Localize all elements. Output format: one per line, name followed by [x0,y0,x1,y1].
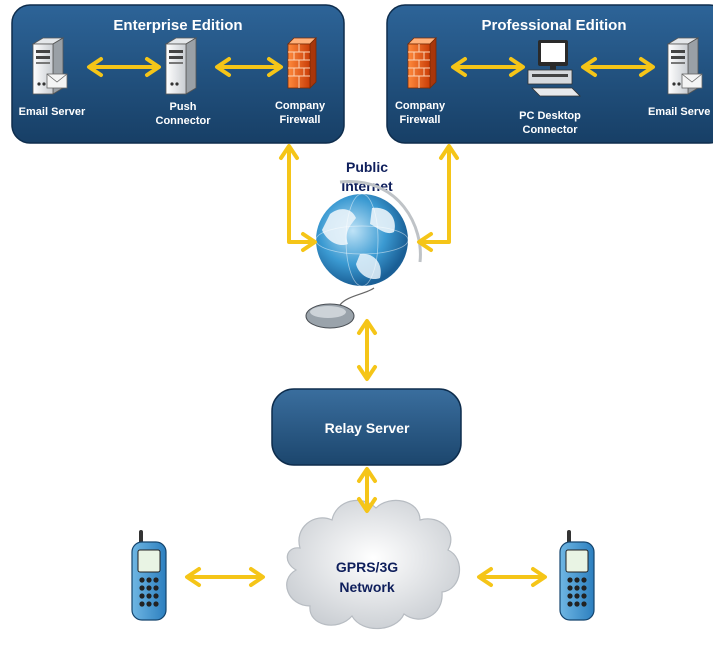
arrow-pc-to-email [581,57,655,77]
push-connector-label-line1: Push [170,101,197,113]
mouse-icon [305,287,375,329]
professional-firewall-label-line2: Firewall [400,114,441,126]
arrow-push-to-firewall [215,57,283,77]
gprs-network-label-line2: Network [339,579,394,595]
professional-edition-title: Professional Edition [481,17,626,34]
desktop-computer-icon [527,40,581,97]
mobile-phone-icon [559,529,595,621]
mobile-phone-icon [131,529,167,621]
relay-server-label: Relay Server [325,420,410,436]
pc-desktop-connector-label-line1: PC Desktop [519,110,581,122]
enterprise-firewall-label-line2: Firewall [280,114,321,126]
gprs-network-label-line1: GPRS/3G [336,559,398,575]
arrow-firewall-to-pc [451,57,525,77]
arrow-network-to-phone-right [477,567,547,587]
arrow-professional-to-internet [417,144,459,252]
arrow-relay-to-network [357,467,377,513]
arrow-enterprise-to-internet [279,144,317,252]
enterprise-edition-title: Enterprise Edition [113,17,242,34]
server-icon [165,37,197,95]
arrow-email-to-push [87,57,161,77]
email-server-icon [32,37,68,95]
relay-server-box [271,388,462,466]
firewall-icon [287,37,317,89]
public-internet-label-line1: Public [346,159,388,175]
arrow-phone-left-to-network [185,567,265,587]
arrow-internet-to-relay [357,319,377,381]
push-connector-label-line2: Connector [156,115,212,127]
professional-email-server-label: Email Serve [648,106,710,118]
enterprise-email-server-label: Email Server [19,106,86,118]
globe-icon [315,180,422,287]
firewall-icon [407,37,437,89]
professional-firewall-label-line1: Company [395,100,446,112]
enterprise-firewall-label-line1: Company [275,100,326,112]
email-server-icon [667,37,703,95]
pc-desktop-connector-label-line2: Connector [523,124,579,136]
